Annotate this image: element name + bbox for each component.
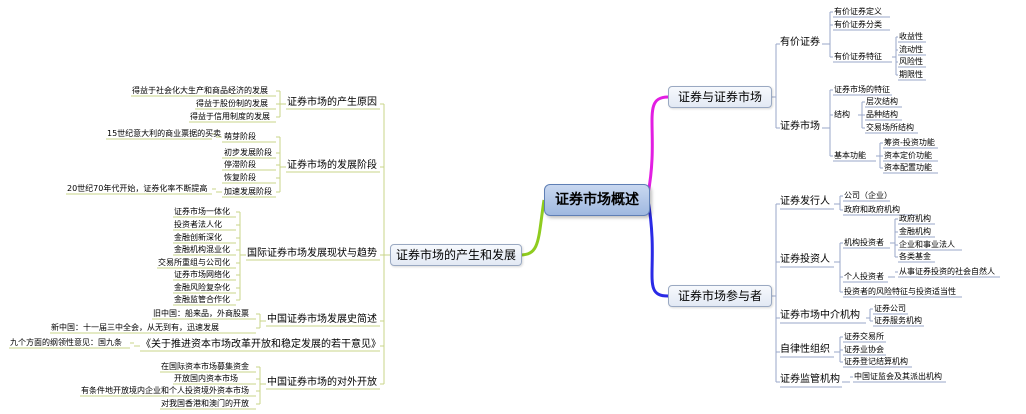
branch-curve-participants — [646, 199, 669, 298]
node-self-regulatory-2[interactable]: 证券业协会 — [844, 345, 884, 354]
node-market[interactable]: 证券市场 — [780, 121, 820, 132]
node-opening-1[interactable]: 在国际资本市场募集资金 — [161, 362, 249, 371]
node-individual-detail[interactable]: 从事证券投资的社会自然人 — [899, 267, 995, 276]
node-market-features[interactable]: 证券市场的特征 — [834, 85, 890, 94]
node-international-6[interactable]: 证券市场网络化 — [174, 270, 230, 279]
node-opening-4[interactable]: 对我国香港和澳门的开放 — [161, 399, 249, 408]
node-stage-1[interactable]: 初步发展阶段 — [224, 148, 272, 157]
node-institutional-3[interactable]: 企业和事业法人 — [899, 240, 955, 249]
node-stage-acceleration-note[interactable]: 20世纪70年代开始，证券化率不断提高 — [67, 184, 208, 193]
node-stages[interactable]: 证券市场的发展阶段 — [287, 160, 377, 171]
node-cause-1[interactable]: 得益于社会化大生产和商品经济的发展 — [132, 86, 268, 95]
node-structure-1[interactable]: 层次结构 — [866, 97, 898, 106]
node-structure-2[interactable]: 品种结构 — [866, 110, 898, 119]
node-securities-features[interactable]: 有价证券特征 — [834, 52, 882, 61]
node-securities-definition[interactable]: 有价证券定义 — [834, 7, 882, 16]
node-intermediary[interactable]: 证券市场中介机构 — [780, 310, 860, 321]
node-issuer-1[interactable]: 公司（企业） — [844, 191, 892, 200]
topic-market-participants[interactable]: 证券市场参与者 — [668, 285, 772, 307]
node-cause-2[interactable]: 得益于股份制的发展 — [196, 99, 268, 108]
node-international-3[interactable]: 金融创新深化 — [174, 233, 222, 242]
node-opinions-note[interactable]: 九个方面的纲领性意见：国九条 — [10, 338, 122, 347]
node-individual[interactable]: 个人投资者 — [844, 272, 884, 281]
node-functions[interactable]: 基本功能 — [834, 151, 866, 160]
node-international-1[interactable]: 证券市场一体化 — [174, 207, 230, 216]
node-cause-3[interactable]: 得益于信用制度的发展 — [190, 112, 270, 121]
node-self-regulatory-1[interactable]: 证券交易所 — [844, 332, 884, 341]
node-investor[interactable]: 证券投资人 — [780, 254, 830, 265]
node-international-2[interactable]: 投资者法人化 — [174, 220, 222, 229]
node-intermediary-2[interactable]: 证券服务机构 — [874, 316, 922, 325]
node-institutional-4[interactable]: 各类基金 — [899, 252, 931, 261]
node-feature-3[interactable]: 风险性 — [899, 57, 923, 66]
node-securities[interactable]: 有价证券 — [780, 37, 820, 48]
node-opening[interactable]: 中国证券市场的对外开放 — [267, 377, 377, 388]
branch-curve-securities — [646, 95, 669, 195]
node-issuer-2[interactable]: 政府和政府机构 — [844, 205, 900, 214]
node-opinions[interactable]: 《关于推进资本市场改革开放和稳定发展的若干意见》 — [141, 339, 381, 350]
node-stage-acceleration[interactable]: 加速发展阶段 — [224, 187, 272, 196]
topic-origin-development[interactable]: 证券市场的产生和发展 — [390, 244, 522, 266]
node-feature-2[interactable]: 流动性 — [899, 45, 923, 54]
node-causes[interactable]: 证券市场的产生原因 — [287, 97, 377, 108]
node-securities-classification[interactable]: 有价证券分类 — [834, 20, 882, 29]
node-issuer[interactable]: 证券发行人 — [780, 196, 830, 207]
node-institutional-2[interactable]: 金融机构 — [899, 227, 931, 236]
node-stage-2[interactable]: 停滞阶段 — [224, 160, 256, 169]
node-function-3[interactable]: 资本配置功能 — [884, 163, 932, 172]
node-structure-3[interactable]: 交易场所结构 — [866, 123, 914, 132]
node-regulator-detail[interactable]: 中国证监会及其派出机构 — [854, 372, 942, 381]
topic-securities-market[interactable]: 证券与证券市场 — [668, 86, 772, 108]
node-feature-4[interactable]: 期限性 — [899, 70, 923, 79]
node-institutional[interactable]: 机构投资者 — [844, 238, 884, 247]
node-international-5[interactable]: 交易所重组与公司化 — [158, 258, 230, 267]
node-international-4[interactable]: 金融机构混业化 — [174, 245, 230, 254]
root-topic[interactable]: 证券市场概述 — [544, 184, 650, 216]
node-stage-3[interactable]: 恢复阶段 — [224, 173, 256, 182]
node-stage-sprout-note[interactable]: 15世纪意大利的商业票据的买卖 — [107, 129, 222, 138]
node-feature-1[interactable]: 收益性 — [899, 32, 923, 41]
node-international[interactable]: 国际证券市场发展现状与趋势 — [247, 248, 377, 259]
node-investor-risk[interactable]: 投资者的风险特征与投资适当性 — [844, 287, 956, 296]
node-international-7[interactable]: 金融风险复杂化 — [174, 283, 230, 292]
node-opening-2[interactable]: 开放国内资本市场 — [174, 374, 238, 383]
node-china-history-1[interactable]: 旧中国：船来品，外商股票 — [153, 309, 249, 318]
node-intermediary-1[interactable]: 证券公司 — [874, 304, 906, 313]
node-international-8[interactable]: 金融监管合作化 — [174, 295, 230, 304]
node-self-regulatory[interactable]: 自律性组织 — [780, 344, 830, 355]
node-institutional-1[interactable]: 政府机构 — [899, 214, 931, 223]
node-regulator[interactable]: 证券监管机构 — [780, 374, 840, 385]
node-china-history-2[interactable]: 新中国：十一届三中全会，从无到有，迅速发展 — [51, 323, 219, 332]
node-stage-sprout[interactable]: 萌芽阶段 — [224, 132, 256, 141]
node-self-regulatory-3[interactable]: 证券登记结算机构 — [844, 357, 908, 366]
branch-curve-origin — [519, 199, 546, 257]
node-china-history[interactable]: 中国证券市场发展史简述 — [267, 314, 377, 325]
node-function-2[interactable]: 资本定价功能 — [884, 151, 932, 160]
node-function-1[interactable]: 筹资-投资功能 — [884, 138, 935, 147]
node-opening-3[interactable]: 有条件地开放境内企业和个人投资境外资本市场 — [81, 386, 249, 395]
node-structure[interactable]: 结构 — [834, 110, 850, 119]
